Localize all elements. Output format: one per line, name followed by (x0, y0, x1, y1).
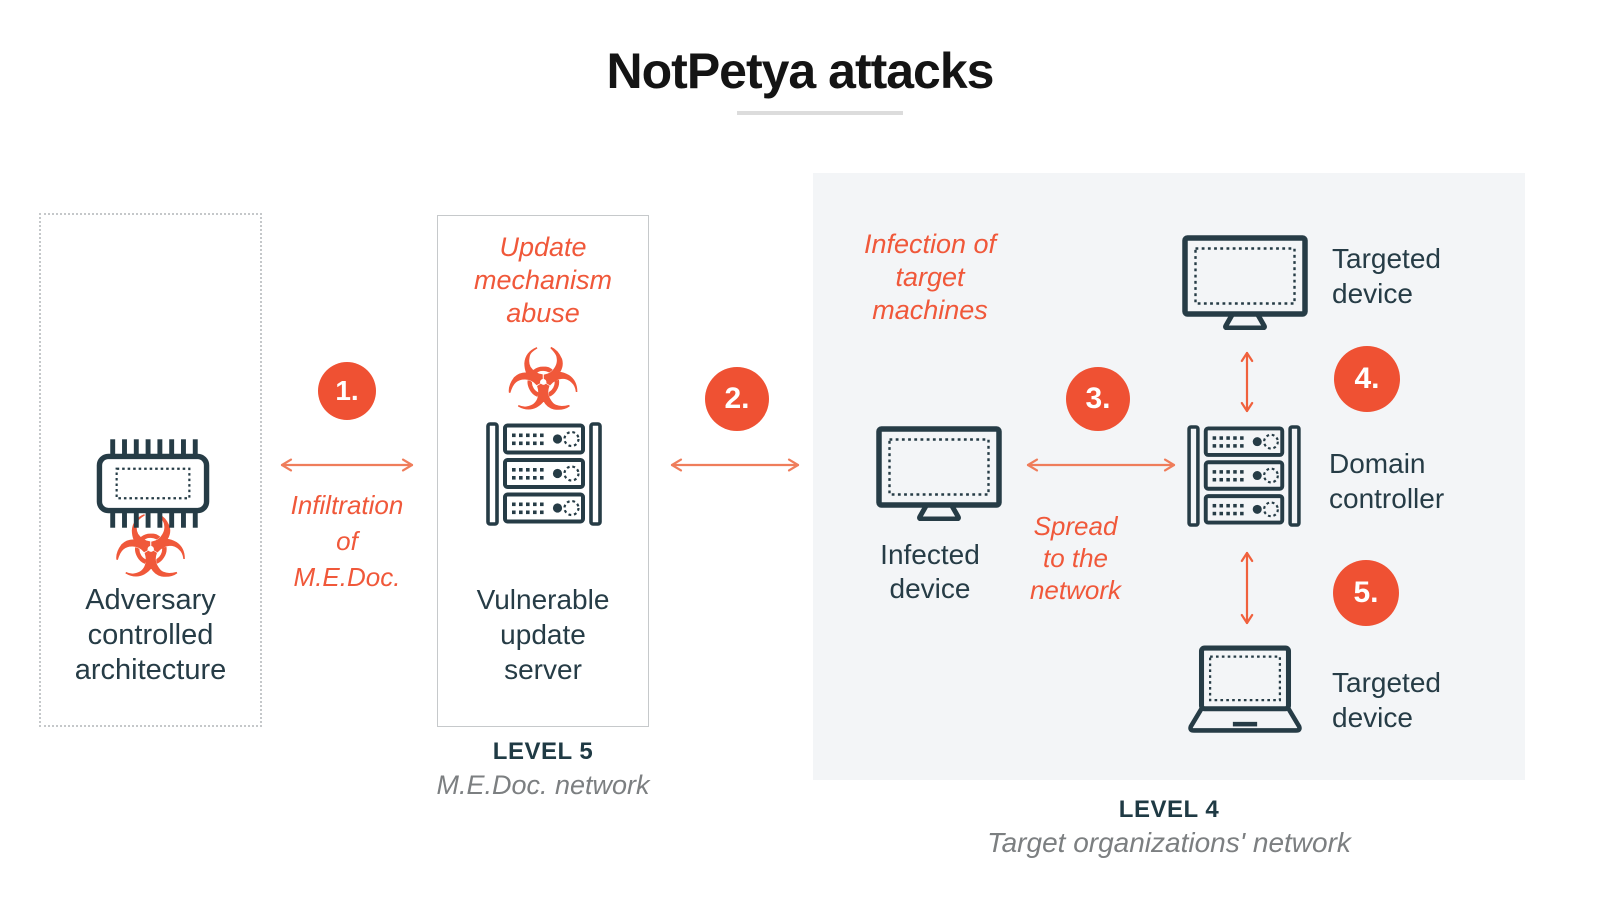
arrow-4-to-targeted-top (1238, 342, 1256, 427)
domain-controller-label: Domain controller (1329, 448, 1445, 514)
adversary-label: Adversary controlled architecture (74, 584, 227, 686)
step-1-badge: 1. (318, 362, 376, 420)
monitor-icon (1182, 235, 1308, 330)
step-1-number: 1. (335, 375, 359, 406)
step-2-number: 2. (724, 382, 750, 415)
arrow-3-spread (1016, 456, 1186, 479)
arrow-5-to-targeted-bottom (1238, 542, 1256, 639)
biohazard-icon: ☣ (505, 331, 582, 429)
arrow-1-infiltration (270, 456, 424, 479)
update-server-box: Update mechanism abuse ☣ Vulnerable upda… (437, 215, 649, 727)
target-orgs-network-label: Target organizations' network (987, 827, 1351, 858)
step-5-number: 5. (1353, 576, 1379, 609)
step-2-badge: 2. (705, 367, 769, 431)
server-icon (1187, 425, 1301, 527)
infection-annotation: Infection of target machines (863, 229, 997, 325)
update-server-label: Vulnerable update server (476, 584, 610, 685)
target-network-panel: Infection of target machines Infected de… (813, 173, 1525, 780)
targeted-device-bottom-label: Targeted device (1332, 667, 1441, 733)
spread-caption: Spread to the network (1029, 511, 1122, 605)
infiltration-caption: Infiltration of M.E.Doc. (290, 490, 404, 592)
monitor-icon (876, 426, 1002, 521)
step-3-badge: 3. (1066, 367, 1130, 431)
step-3-number: 3. (1085, 382, 1111, 415)
adversary-architecture-box: ☣ Adversary controlled architecture (39, 213, 262, 727)
level-4-label: LEVEL 4 (1118, 796, 1220, 823)
targeted-device-top-label: Targeted device (1332, 243, 1441, 309)
level-5-label: LEVEL 5 (492, 738, 594, 765)
step-4-number: 4. (1354, 362, 1380, 395)
step-5-badge: 5. (1333, 560, 1399, 626)
server-icon (486, 422, 602, 526)
arrow-2-delivery (660, 456, 810, 479)
step-4-badge: 4. (1334, 346, 1400, 412)
medoc-network-label: M.E.Doc. network (436, 770, 650, 800)
infected-device-label: Infected device (880, 539, 980, 604)
laptop-icon (1187, 645, 1303, 734)
title-underline (737, 111, 903, 115)
page-title: NotPetya attacks (606, 43, 995, 99)
chip-icon (96, 439, 210, 528)
update-mechanism-annotation: Update mechanism abuse (473, 232, 613, 328)
